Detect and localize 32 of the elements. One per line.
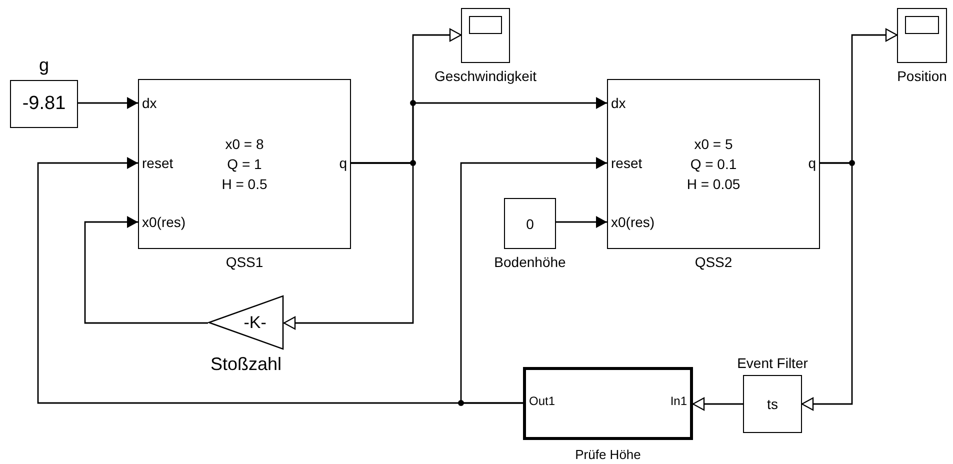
block-name: Event Filter — [737, 355, 808, 371]
port-label: x0(res) — [142, 214, 186, 230]
port-label: q — [808, 155, 816, 172]
signal-line — [78, 97, 138, 109]
port-label: dx — [142, 95, 157, 112]
port-label: dx — [611, 95, 626, 112]
block-name: Prüfe Höhe — [575, 447, 641, 462]
signal-line — [283, 162, 414, 330]
block-text: ts — [767, 396, 778, 412]
block-text: -9.81 — [22, 93, 66, 115]
port-label: q — [339, 155, 347, 172]
port-label: In1 — [670, 395, 687, 409]
block-name: Geschwindigkeit — [434, 68, 536, 84]
signal-line — [556, 216, 607, 228]
parameter-text: x0 = 8 Q = 1 H = 0.5 — [222, 135, 268, 194]
block-name: Position — [897, 68, 947, 84]
signal-line — [692, 397, 743, 411]
block-name: Bodenhöhe — [494, 254, 566, 270]
block-name: g — [39, 55, 49, 76]
block-text: -K- — [244, 312, 266, 332]
parameter-text: x0 = 5 Q = 0.1 H = 0.05 — [686, 135, 740, 194]
signal-line — [84, 216, 208, 324]
block-name: QSS1 — [226, 254, 264, 270]
block-name: Stoßzahl — [210, 354, 282, 375]
block-text: 0 — [526, 215, 534, 232]
port-label: x0(res) — [611, 214, 655, 230]
port-label: reset — [142, 155, 174, 172]
port-label: Out1 — [529, 395, 556, 409]
signal-line — [801, 162, 853, 411]
signal-line — [460, 157, 607, 404]
block-name: QSS2 — [694, 254, 732, 270]
port-label: reset — [611, 155, 642, 172]
